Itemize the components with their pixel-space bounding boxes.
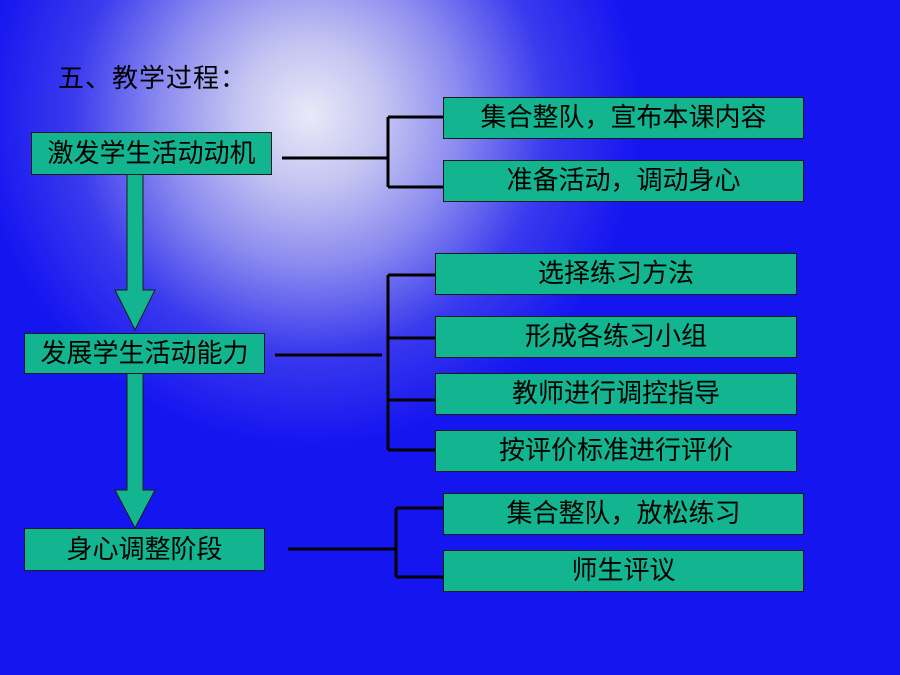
bracket-stage-1: [282, 115, 444, 189]
step-box-1-1: 集合整队，宣布本课内容: [443, 97, 804, 139]
stage-box-3: 身心调整阶段: [24, 528, 265, 571]
page-title: 五、教学过程：: [58, 64, 248, 94]
bracket-stage-3: [288, 506, 444, 579]
step-box-1-2: 准备活动，调动身心: [443, 160, 804, 202]
step-box-2-4: 按评价标准进行评价: [435, 430, 797, 472]
step-box-3-2: 师生评议: [443, 550, 804, 592]
step-box-2-3: 教师进行调控指导: [435, 373, 797, 415]
stage-box-1: 激发学生活动动机: [31, 132, 272, 175]
step-box-3-1: 集合整队，放松练习: [443, 493, 804, 535]
bracket-stage-2: [275, 273, 436, 452]
arrow-down-2: [114, 372, 156, 530]
stage-box-2: 发展学生活动能力: [24, 333, 265, 374]
arrow-down-1: [114, 173, 156, 332]
step-box-2-1: 选择练习方法: [435, 253, 797, 295]
step-box-2-2: 形成各练习小组: [435, 316, 797, 358]
